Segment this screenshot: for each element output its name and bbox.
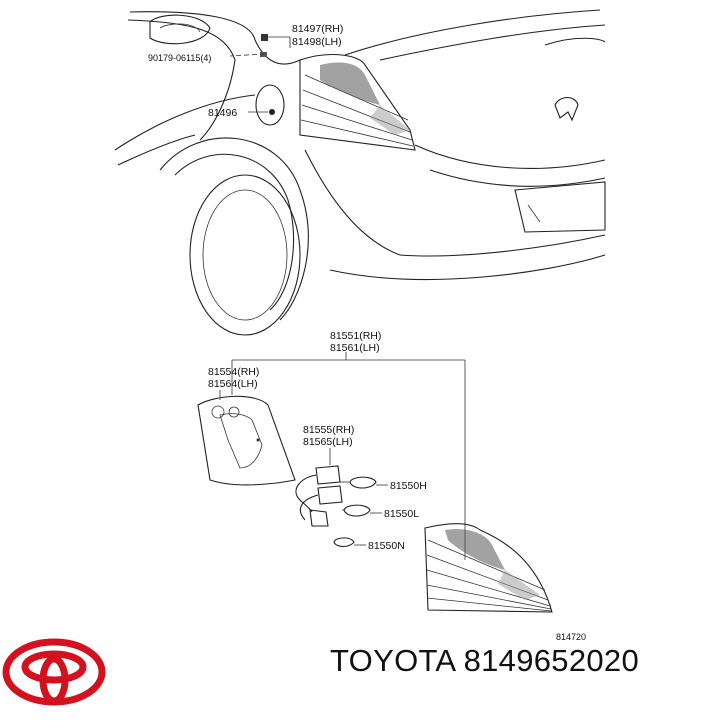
tail-lamp-assembly-81551	[424, 523, 553, 613]
toyota-logo	[2, 638, 106, 706]
label-81564: 81564(LH)	[208, 378, 258, 390]
socket-wire-81555	[295, 448, 343, 527]
label-81555: 81555(RH)	[303, 424, 354, 436]
fuel-flap	[255, 84, 285, 126]
fastener-81496	[269, 109, 275, 115]
car-rear-body	[114, 9, 606, 336]
tail-lamp-installed	[299, 54, 416, 151]
label-81554: 81554(RH)	[208, 366, 259, 378]
door-handle	[149, 14, 211, 45]
rear-wheel	[189, 174, 301, 336]
label-81550N: 81550N	[368, 540, 405, 552]
hatch-handle	[554, 96, 579, 122]
bulb-81550N	[333, 537, 366, 548]
label-81497: 81497(RH)	[292, 23, 343, 35]
exploded-assembly	[197, 352, 553, 613]
callout-labels: 81497(RH) 81498(LH) 90179-06115(4) 81496…	[148, 23, 586, 642]
label-81551: 81551(RH)	[330, 330, 381, 342]
label-90179: 90179-06115(4)	[148, 53, 211, 63]
label-81498: 81498(LH)	[292, 36, 342, 48]
wheel-arch	[159, 137, 309, 321]
gasket-81554	[197, 395, 296, 486]
label-81561: 81561(LH)	[330, 342, 380, 354]
fastener-90179	[260, 52, 267, 57]
label-81565: 81565(LH)	[303, 436, 353, 448]
bulb-81550H	[340, 476, 388, 489]
license-plate-recess	[514, 181, 606, 233]
label-81550L: 81550L	[384, 508, 419, 520]
product-caption: TOYOTA 8149652020	[330, 643, 639, 678]
fastener-81497	[261, 34, 268, 41]
bulb-81550L	[342, 504, 382, 517]
diagram-id: 814720	[556, 632, 586, 642]
label-81496: 81496	[208, 107, 237, 119]
label-81550H: 81550H	[390, 480, 427, 492]
